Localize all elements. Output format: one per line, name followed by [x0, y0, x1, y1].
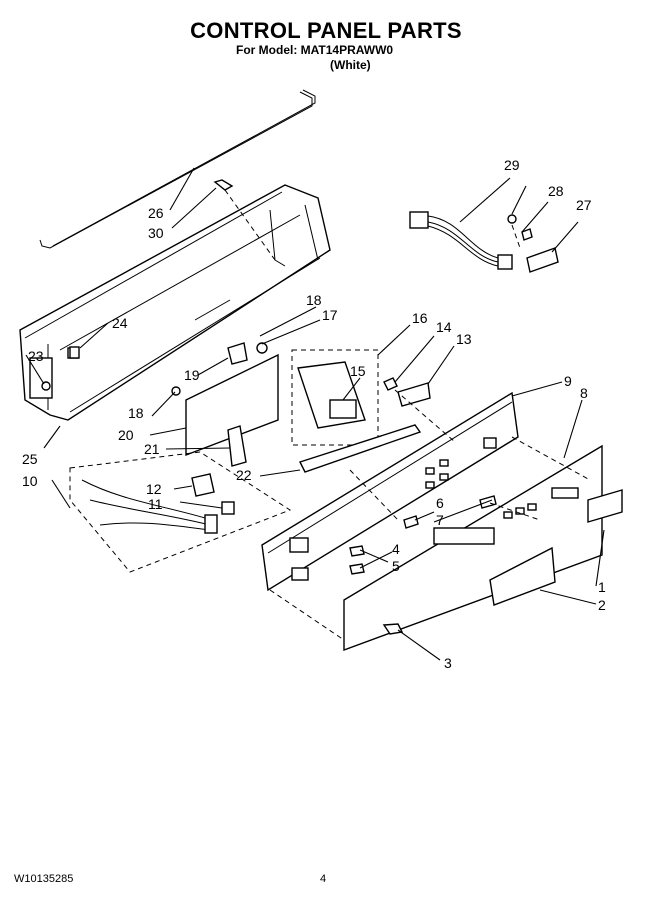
callout-1: 1 — [598, 579, 606, 595]
callout-8: 8 — [580, 385, 588, 401]
overlay-8 — [343, 444, 603, 652]
callout-12: 12 — [146, 481, 162, 497]
callout-2: 2 — [598, 597, 606, 613]
screw-26 — [213, 179, 234, 191]
callout-26: 26 — [148, 205, 164, 221]
callout-20: 20 — [118, 427, 134, 443]
board-15 — [297, 361, 366, 429]
leader-lines — [25, 167, 605, 661]
callout-27: 27 — [576, 197, 592, 213]
callout-11: 11 — [148, 496, 163, 512]
callout-9: 9 — [564, 373, 572, 389]
strip-22 — [299, 424, 422, 473]
screw-3 — [382, 623, 404, 635]
bracket-24 — [69, 346, 80, 359]
callout-16: 16 — [412, 310, 428, 326]
callout-24: 24 — [112, 315, 128, 331]
callout-23: 23 — [28, 348, 44, 364]
callout-18-left: 18 — [128, 405, 144, 421]
callout-10: 10 — [22, 473, 38, 489]
callout-3: 3 — [444, 655, 452, 671]
screw-4 — [349, 545, 365, 557]
callout-21: 21 — [144, 441, 160, 457]
window-1 — [587, 489, 623, 523]
control-panel-9 — [261, 391, 519, 592]
callout-14: 14 — [436, 319, 452, 335]
board-20 — [185, 353, 279, 457]
color-label: (White) — [330, 58, 371, 72]
callout-18-center: 18 — [306, 292, 322, 308]
screw-6 — [403, 515, 419, 529]
callout-4: 4 — [392, 541, 400, 557]
callout-15: 15 — [350, 363, 366, 379]
callout-6: 6 — [436, 495, 444, 511]
page-number: 4 — [320, 873, 327, 885]
grommet-17 — [256, 342, 268, 354]
connector-11 — [221, 501, 235, 515]
wire-harness-10 — [81, 479, 218, 534]
relay-12 — [191, 473, 215, 497]
page-title: CONTROL PANEL PARTS — [190, 18, 462, 43]
callout-29: 29 — [504, 157, 520, 173]
callout-13: 13 — [456, 331, 472, 347]
document-number: W10135285 — [14, 873, 74, 885]
screw-14 — [383, 377, 398, 391]
model-label: For Model: MAT14PRAWW0 — [236, 43, 394, 57]
clip-19 — [227, 342, 248, 365]
rod-part — [39, 89, 316, 249]
callout-22: 22 — [236, 467, 252, 483]
key-27 — [526, 247, 559, 273]
display-2 — [489, 546, 556, 606]
callout-30: 30 — [148, 225, 164, 241]
callout-28: 28 — [548, 183, 564, 199]
callout-25: 25 — [22, 451, 38, 467]
screw-18-top — [507, 214, 517, 224]
callout-7: 7 — [436, 512, 444, 528]
callout-17: 17 — [322, 307, 338, 323]
wire-harness-29 — [409, 211, 513, 270]
callout-5: 5 — [392, 558, 400, 574]
callout-19: 19 — [184, 367, 200, 383]
screw-28 — [521, 228, 533, 241]
switch-13 — [397, 382, 431, 407]
screw-5 — [349, 563, 365, 575]
console-housing — [19, 184, 331, 421]
bracket-21 — [227, 425, 247, 467]
